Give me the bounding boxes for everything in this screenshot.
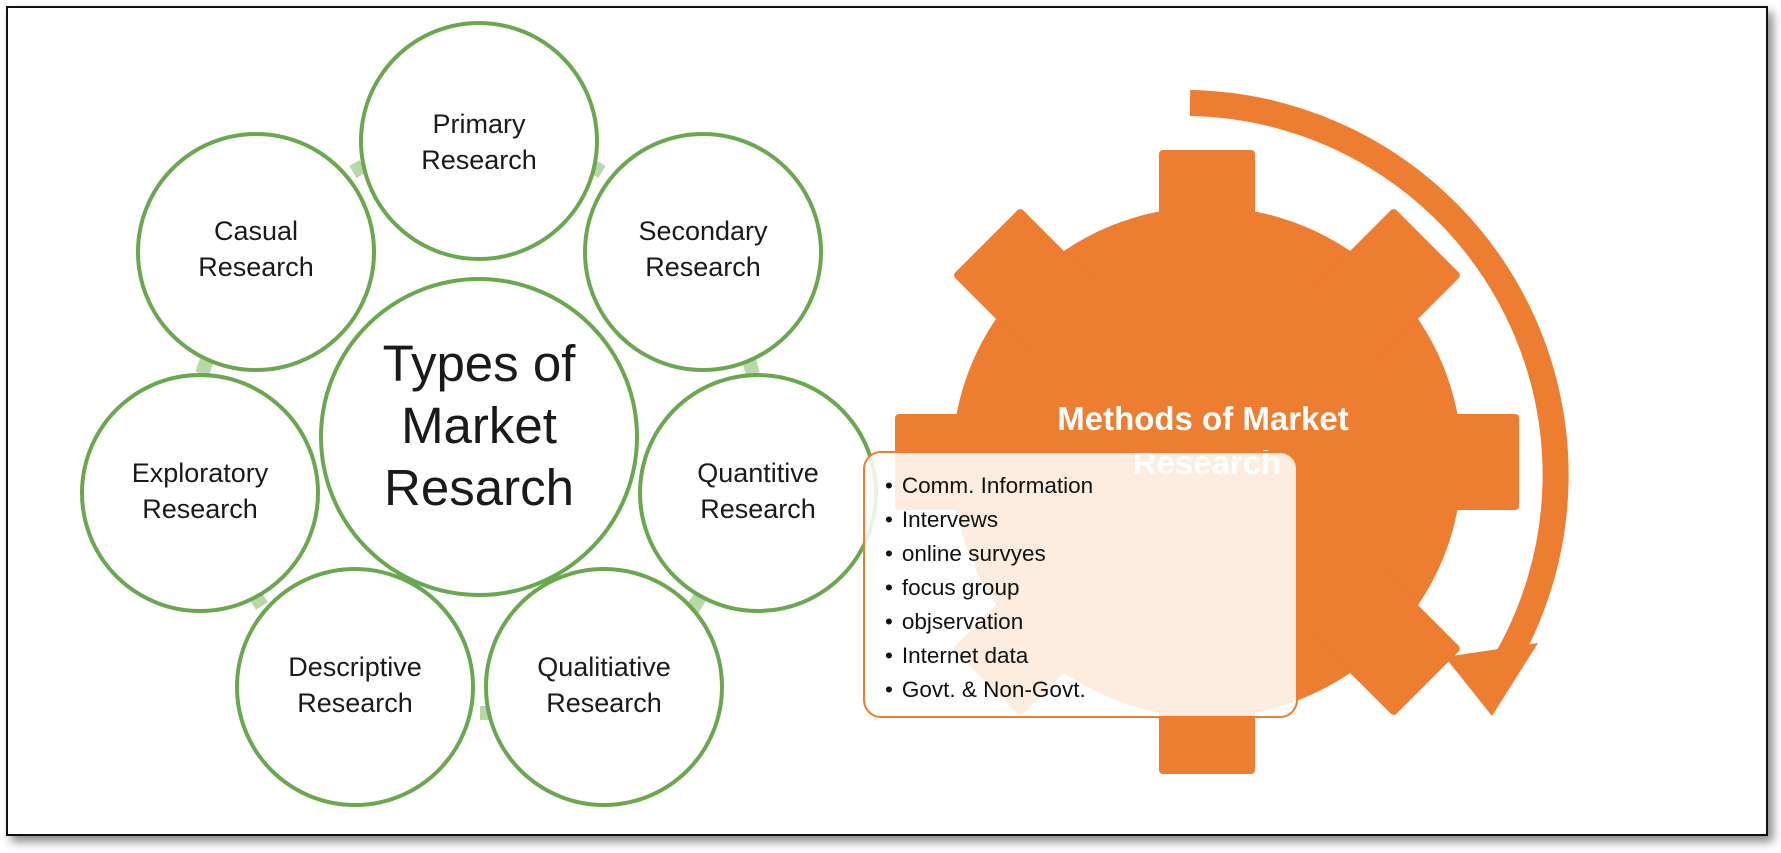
- primary-line2: Research: [421, 145, 537, 175]
- type-circle-exploratory: Exploratory Research: [80, 373, 320, 613]
- qualitiative-line1: Qualitiative: [537, 652, 671, 682]
- casual-line1: Casual: [214, 216, 298, 246]
- methods-list-item: objservation: [885, 605, 1296, 639]
- circular-arrow-icon: [1189, 90, 1569, 716]
- methods-list-item: Govt. & Non-Govt.: [885, 673, 1296, 707]
- center-title-line1: Types of: [383, 335, 577, 392]
- secondary-line2: Research: [645, 252, 761, 282]
- methods-list-item: Internet data: [885, 639, 1296, 673]
- descriptive-line2: Research: [297, 688, 413, 718]
- methods-list: Comm. Information Intervews online survy…: [885, 469, 1296, 707]
- methods-callout-box: Comm. Information Intervews online survy…: [863, 451, 1298, 718]
- exploratory-line1: Exploratory: [132, 458, 269, 488]
- center-circle: Types of Market Resarch: [319, 277, 639, 597]
- qualitiative-line2: Research: [546, 688, 662, 718]
- type-circle-casual: Casual Research: [136, 132, 376, 372]
- casual-line2: Research: [198, 252, 314, 282]
- descriptive-line1: Descriptive: [288, 652, 422, 682]
- type-circle-quantitive: Quantitive Research: [638, 373, 878, 613]
- type-circle-qualitiative: Qualitiative Research: [484, 567, 724, 807]
- primary-line1: Primary: [433, 109, 526, 139]
- type-circle-primary: Primary Research: [359, 21, 599, 261]
- methods-title-line1: Methods of Market: [1057, 400, 1349, 437]
- center-title-line2: Market: [401, 397, 557, 454]
- methods-list-item: Comm. Information: [885, 469, 1296, 503]
- center-title-line3: Resarch: [384, 459, 574, 516]
- exploratory-line2: Research: [142, 494, 258, 524]
- secondary-line1: Secondary: [638, 216, 768, 246]
- methods-list-item: Intervews: [885, 503, 1296, 537]
- quantitive-line2: Research: [700, 494, 816, 524]
- quantitive-line1: Quantitive: [697, 458, 819, 488]
- methods-list-item: focus group: [885, 571, 1296, 605]
- type-circle-descriptive: Descriptive Research: [235, 567, 475, 807]
- methods-list-item: online survyes: [885, 537, 1296, 571]
- type-circle-secondary: Secondary Research: [583, 132, 823, 372]
